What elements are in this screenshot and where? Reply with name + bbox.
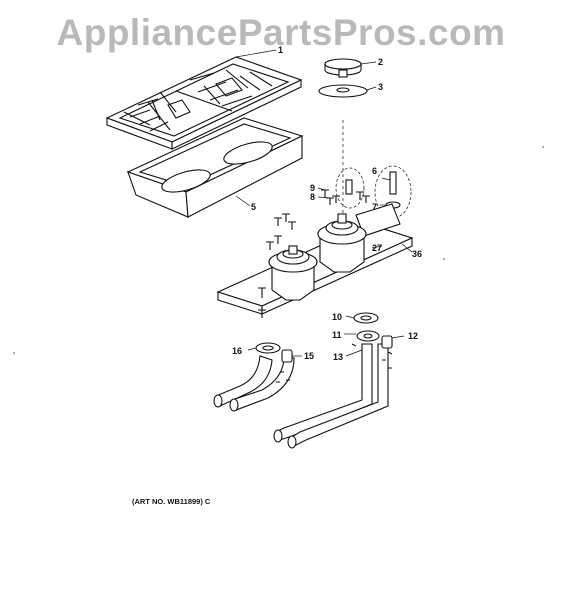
art-number-label: (ART NO. WB11899) C [132,497,211,506]
callout-12: 12 [408,331,418,341]
callout-7: 7 [372,202,377,212]
watermark-text: AppliancePartsPros.com [56,12,506,53]
right-burner-tube-assembly [273,312,405,449]
callout-27: 27 [372,243,382,253]
callout-2: 2 [378,57,383,67]
callout-36: 36 [412,249,422,259]
callout-9: 9 [310,183,315,193]
burner-head-right [317,213,367,273]
callout-11: 11 [332,330,342,340]
screws [266,187,370,250]
callout-10: 10 [332,312,342,322]
burner-grate [105,49,303,150]
callout-6: 6 [372,166,377,176]
left-burner-tube-assembly [213,342,302,412]
callout-5: 5 [251,202,256,212]
burner-cap [324,58,377,78]
drip-pan [126,117,304,218]
callout-13: 13 [333,352,343,362]
callout-15: 15 [304,351,314,361]
callout-16: 16 [232,346,242,356]
callout-8: 8 [310,192,315,202]
burner-spreader [318,84,377,98]
callout-3: 3 [378,82,383,92]
burner-head-left [268,245,318,301]
callout-1: 1 [278,45,283,55]
